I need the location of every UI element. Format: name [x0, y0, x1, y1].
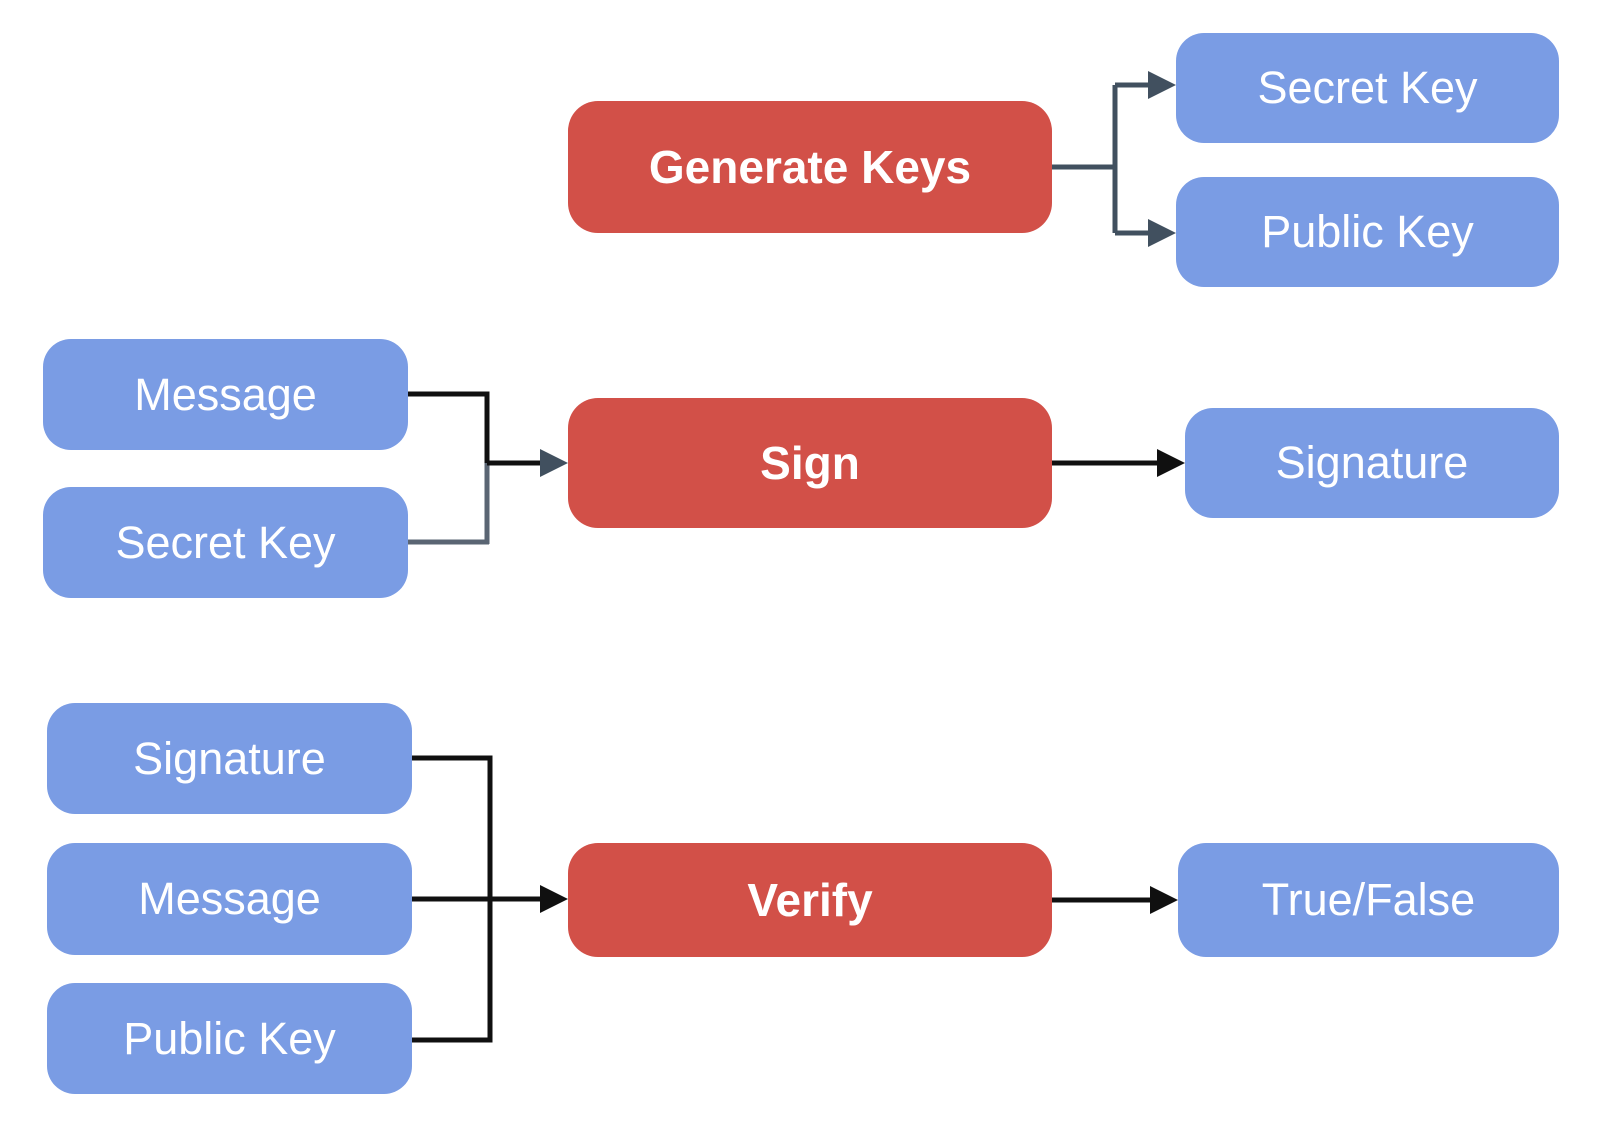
node-verify: Verify — [568, 843, 1052, 957]
arrowhead-to-public-key — [1148, 219, 1176, 247]
node-verify-label: Verify — [747, 874, 873, 926]
arrowhead-to-truefalse — [1150, 886, 1178, 914]
edge-inputs-to-verify — [412, 755, 568, 1043]
node-sign-label: Sign — [760, 437, 860, 489]
node-secret-key-sign-input-label: Secret Key — [115, 516, 336, 568]
node-secret-key-sign-input: Secret Key — [43, 487, 408, 598]
node-generate-keys: Generate Keys — [568, 101, 1052, 233]
arrowhead-to-secret-key — [1148, 71, 1176, 99]
node-public-key-verify-input: Public Key — [47, 983, 412, 1094]
node-signature-output: Signature — [1185, 408, 1559, 518]
node-signature-output-label: Signature — [1275, 437, 1469, 488]
node-signature-verify-input-label: Signature — [133, 732, 326, 784]
edge-sign-to-signature — [1052, 449, 1185, 477]
node-message-verify-input: Message — [47, 843, 412, 955]
node-public-key-output: Public Key — [1176, 177, 1559, 287]
node-secret-key-output-label: Secret Key — [1257, 62, 1478, 113]
edge-generate-to-keys — [1052, 71, 1176, 247]
arrowhead-to-signature — [1157, 449, 1185, 477]
node-message-sign-input-label: Message — [134, 368, 317, 420]
edge-inputs-to-sign — [408, 391, 568, 545]
edge-verify-to-truefalse — [1052, 886, 1178, 914]
node-message-sign-input: Message — [43, 339, 408, 450]
node-message-verify-input-label: Message — [138, 873, 321, 924]
node-sign: Sign — [568, 398, 1052, 528]
node-true-false-output-label: True/False — [1261, 874, 1476, 925]
node-generate-keys-label: Generate Keys — [648, 141, 972, 193]
node-signature-verify-input: Signature — [47, 703, 412, 814]
node-public-key-verify-input-label: Public Key — [123, 1012, 336, 1064]
arrowhead-to-verify — [540, 885, 568, 913]
arrowhead-to-sign — [540, 449, 568, 477]
node-public-key-output-label: Public Key — [1261, 206, 1474, 257]
node-true-false-output: True/False — [1178, 843, 1559, 957]
node-secret-key-output: Secret Key — [1176, 33, 1559, 143]
